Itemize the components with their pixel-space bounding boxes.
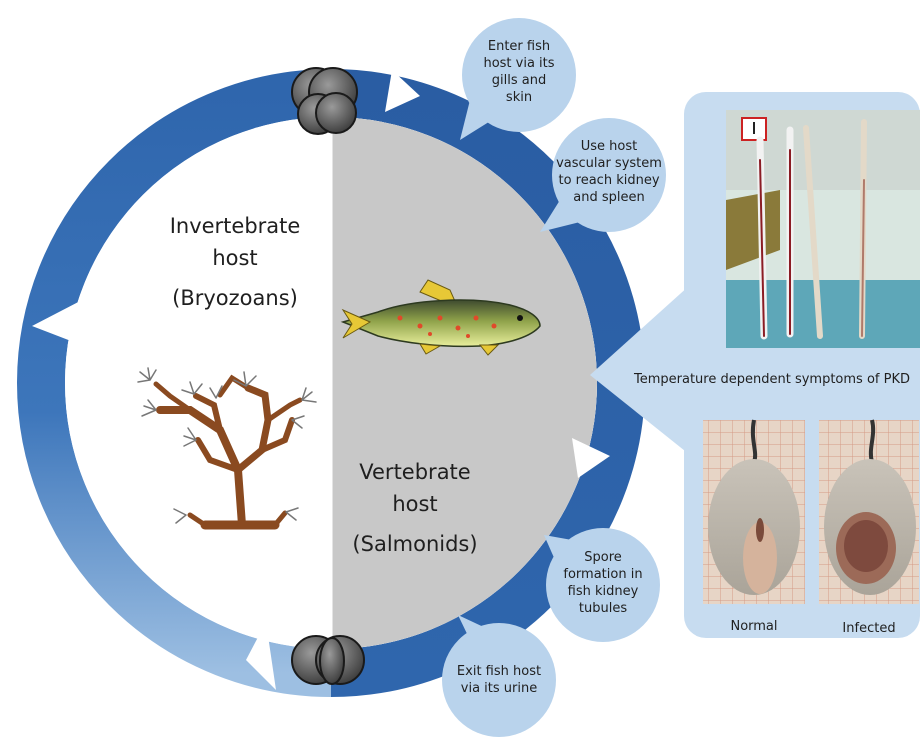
step-spore-line: Spore bbox=[553, 549, 653, 566]
invertebrate-line2: host bbox=[150, 242, 320, 274]
spore-top-icon bbox=[292, 68, 357, 134]
step-enter-line: Enter fish bbox=[469, 38, 569, 55]
spore-bottom-icon bbox=[292, 636, 364, 684]
step-vascular-line: Use host bbox=[549, 138, 669, 155]
invertebrate-host-label: Invertebrate host (Bryozoans) bbox=[150, 210, 320, 314]
step-spore-line: tubules bbox=[553, 600, 653, 617]
step-spore-text: Spore formation in fish kidney tubules bbox=[553, 549, 653, 617]
pkd-caption: Temperature dependent symptoms of PKD bbox=[622, 372, 922, 387]
invertebrate-line3: (Bryozoans) bbox=[150, 282, 320, 314]
step-exit-text: Exit fish host via its urine bbox=[444, 663, 554, 697]
vertebrate-host-label: Vertebrate host (Salmonids) bbox=[340, 456, 490, 560]
step-vascular-line: to reach kidney bbox=[549, 172, 669, 189]
vertebrate-line3: (Salmonids) bbox=[340, 528, 490, 560]
step-enter-text: Enter fish host via its gills and skin bbox=[469, 38, 569, 106]
step-spore-line: fish kidney bbox=[553, 583, 653, 600]
thermometer-photo bbox=[726, 110, 920, 348]
vertebrate-line1: Vertebrate bbox=[340, 456, 490, 488]
normal-label: Normal bbox=[703, 619, 805, 634]
normal-kidney-photo bbox=[703, 420, 805, 604]
step-exit-line: Exit fish host bbox=[444, 663, 554, 680]
vertebrate-line2: host bbox=[340, 488, 490, 520]
invertebrate-line1: Invertebrate bbox=[150, 210, 320, 242]
step-enter-line: host via its bbox=[469, 55, 569, 72]
step-enter-line: skin bbox=[469, 89, 569, 106]
step-vascular-text: Use host vascular system to reach kidney… bbox=[549, 138, 669, 206]
step-vascular-line: vascular system bbox=[549, 155, 669, 172]
infected-kidney-photo bbox=[819, 420, 919, 604]
step-vascular-line: and spleen bbox=[549, 189, 669, 206]
infected-label: Infected bbox=[819, 621, 919, 636]
step-exit-line: via its urine bbox=[444, 680, 554, 697]
step-enter-line: gills and bbox=[469, 72, 569, 89]
step-spore-line: formation in bbox=[553, 566, 653, 583]
